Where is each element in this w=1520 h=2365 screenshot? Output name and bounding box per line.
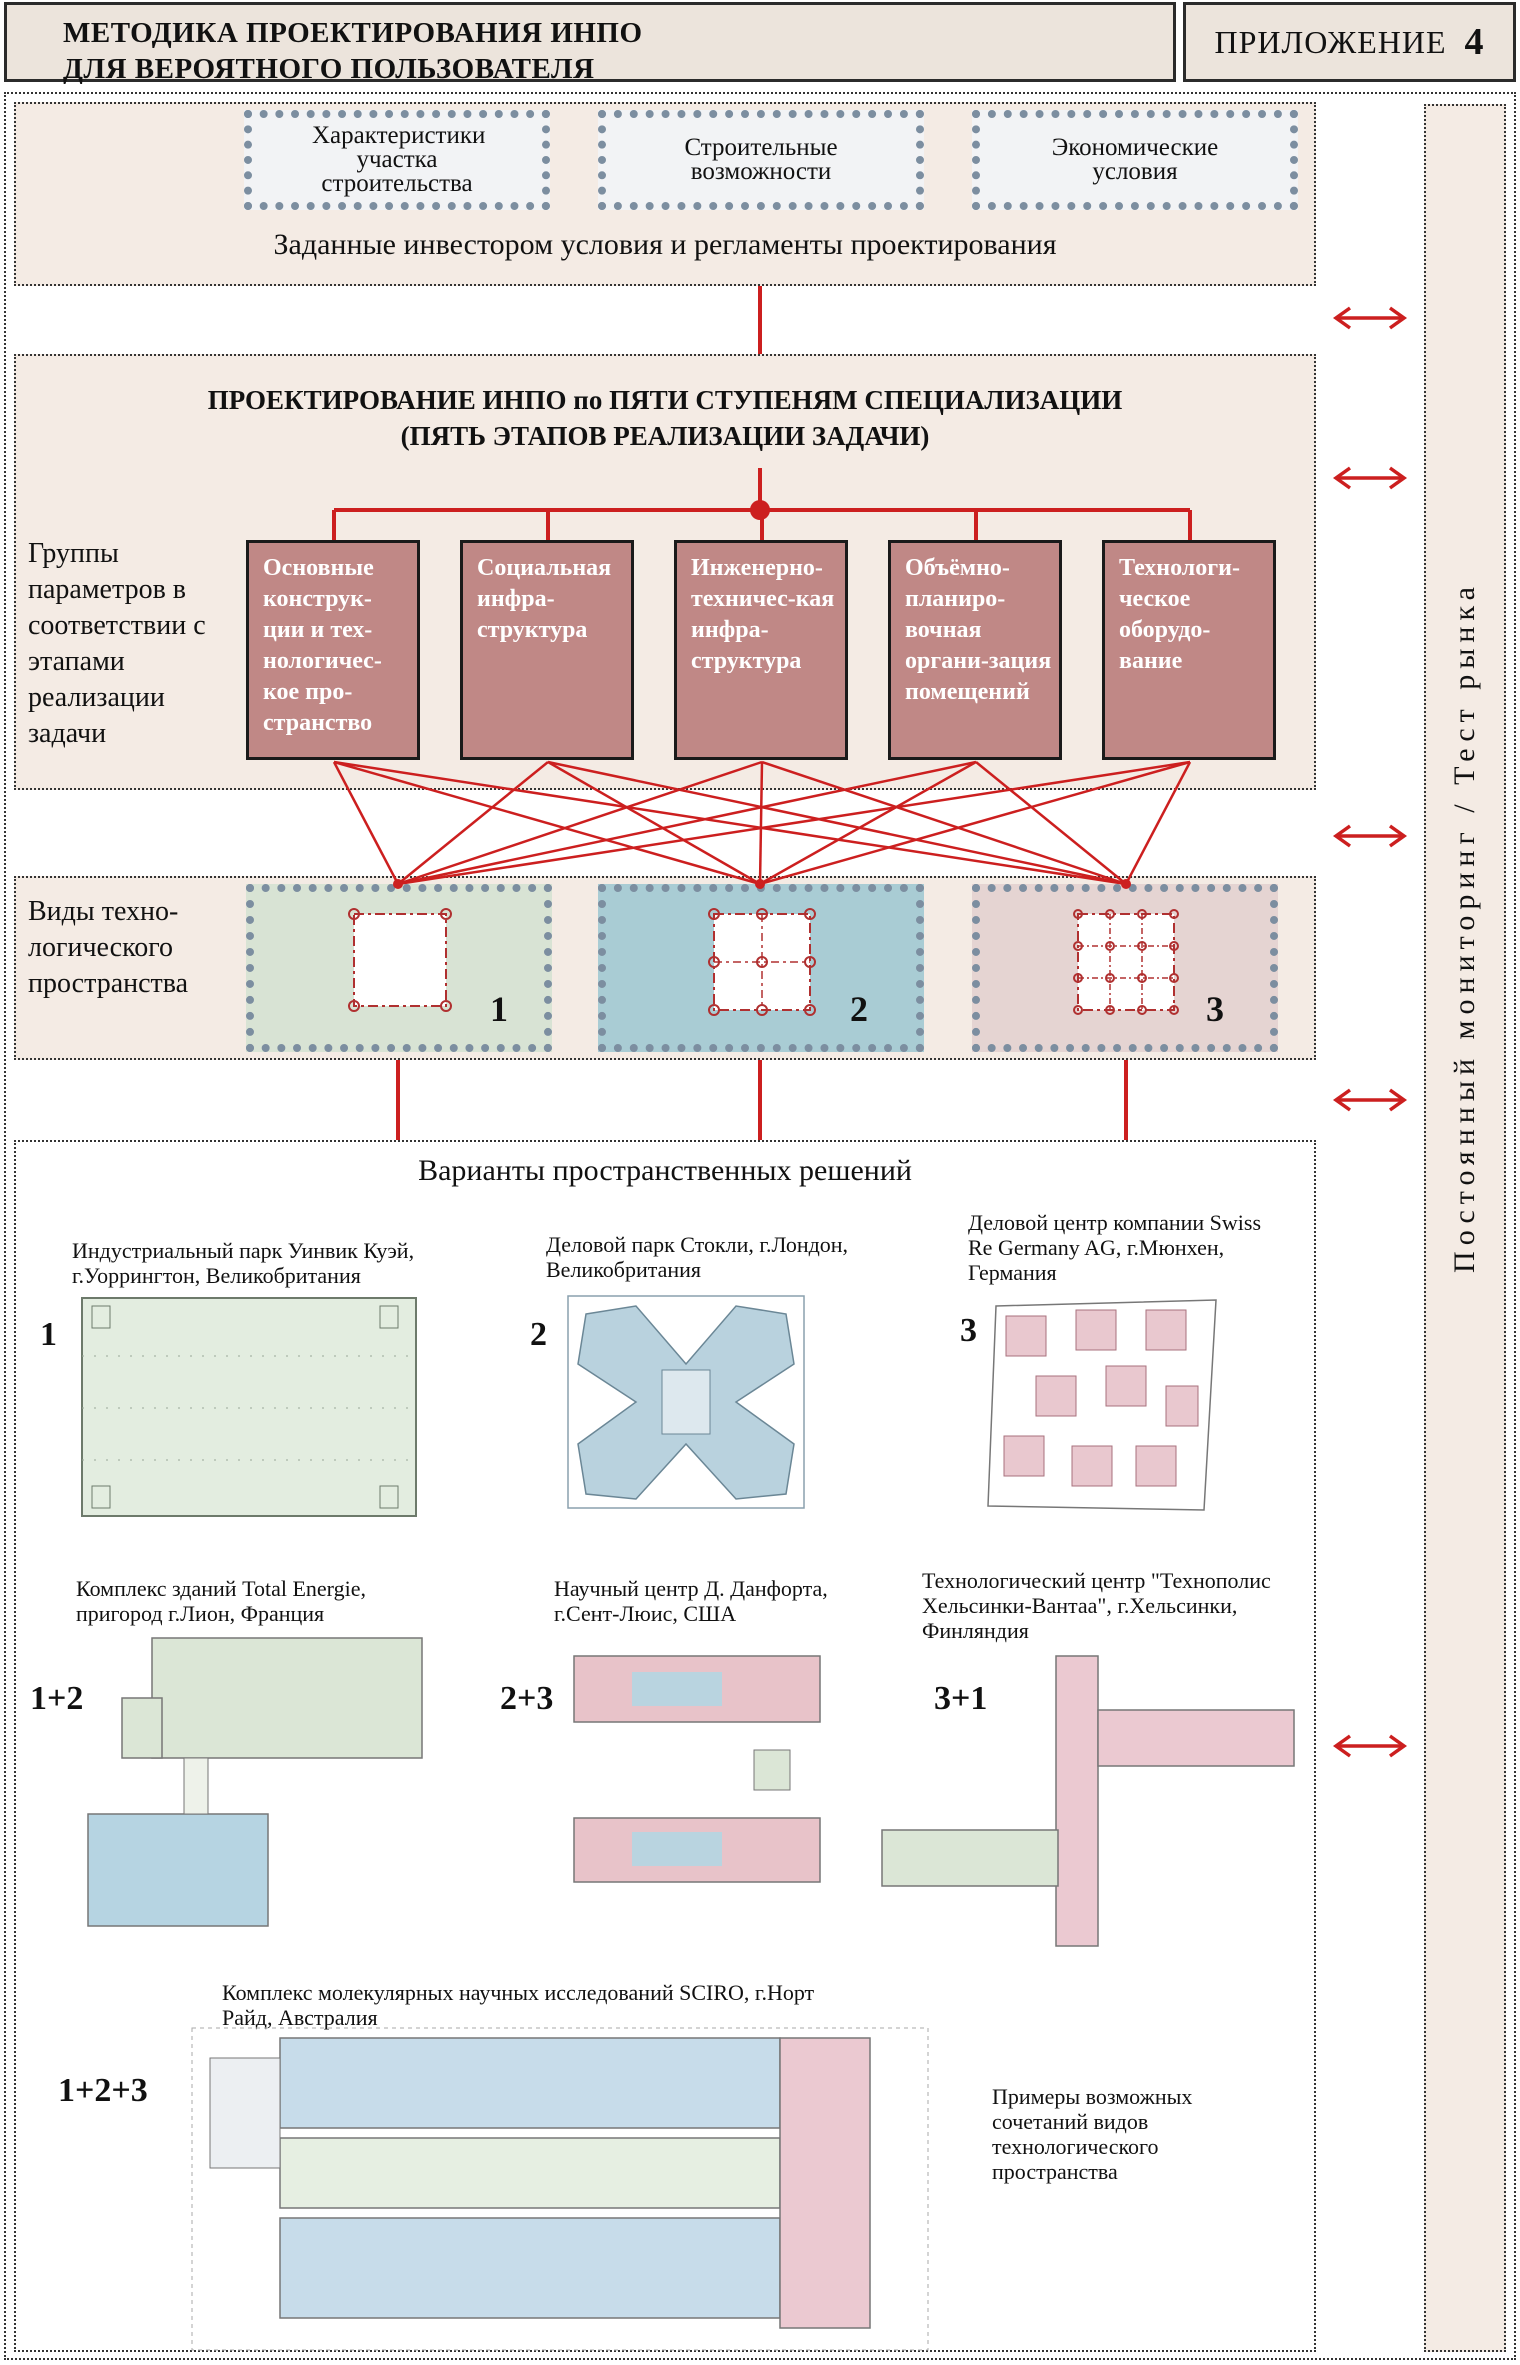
variants-title: Варианты пространственных решений <box>418 1154 912 1187</box>
grid-type-3-icon <box>1073 909 1179 1015</box>
plan-1-image <box>81 1297 417 1517</box>
diagram-frame <box>4 92 1516 2360</box>
appendix-label: ПРИЛОЖЕНИЕ <box>1214 23 1447 60</box>
example-caption-3: Деловой центр компании Swiss Re Germany … <box>968 1210 1262 1285</box>
stages-title: ПРОЕКТИРОВАНИЕ ИНПО по ПЯТИ СТУПЕНЯМ СПЕ… <box>14 382 1316 454</box>
plan-123-image <box>191 2027 929 2351</box>
plan-23-image <box>573 1655 821 1883</box>
condition-box-site: Характеристики участка строительства <box>244 110 550 210</box>
example-caption-31: Технологический центр "Технополис Хельси… <box>922 1568 1271 1643</box>
stage-box-structures: Основные конструк-ции и тех-нологичес-ко… <box>246 540 420 760</box>
tech-space-number-2: 2 <box>850 989 868 1029</box>
conditions-caption: Заданные инвестором условия и регламенты… <box>273 228 1057 261</box>
example-label-2: 2 <box>530 1316 547 1353</box>
tech-space-type-1: 1 <box>246 884 552 1052</box>
stages-side-label: Группы параметров в соответствии с этапа… <box>28 538 206 749</box>
plan-3-image <box>987 1299 1217 1511</box>
stage-box-equipment: Технологи-ческое оборудо-вание <box>1102 540 1276 760</box>
stages-title-line-2: (ПЯТЬ ЭТАПОВ РЕАЛИЗАЦИИ ЗАДАЧИ) <box>400 421 930 451</box>
example-label-31: 3+1 <box>934 1680 988 1717</box>
example-caption-12: Комплекс зданий Total Energie, пригород … <box>76 1576 366 1626</box>
side-panel <box>1424 104 1506 2352</box>
appendix-number: 4 <box>1464 21 1485 63</box>
example-caption-123: Комплекс молекулярных научных исследован… <box>222 1980 815 2030</box>
tech-space-side-label: Виды техно-логического пространства <box>28 896 189 999</box>
example-label-23: 2+3 <box>500 1680 554 1717</box>
example-label-1: 1 <box>40 1316 57 1353</box>
title-line-1: МЕТОДИКА ПРОЕКТИРОВАНИЯ ИНПО <box>63 17 643 49</box>
condition-box-construction: Строительные возможности <box>598 110 924 210</box>
example-label-12: 1+2 <box>30 1680 84 1717</box>
tech-space-number-3: 3 <box>1206 989 1224 1029</box>
tech-space-type-3: 3 <box>972 884 1278 1052</box>
stages-title-line-1: ПРОЕКТИРОВАНИЕ ИНПО по ПЯТИ СТУПЕНЯМ СПЕ… <box>207 385 1123 415</box>
condition-box-economic-label: Экономические условия <box>1051 134 1219 185</box>
stage-box-social: Социальная инфра-структура <box>460 540 634 760</box>
side-panel-text: Постоянный мониторинг / Тест рынка <box>1448 581 1481 1273</box>
plan-12-image <box>87 1637 423 1927</box>
stage-box-engineering: Инженерно-техничес-кая инфра-структура <box>674 540 848 760</box>
example-label-3: 3 <box>960 1312 977 1349</box>
example-label-123: 1+2+3 <box>58 2072 148 2109</box>
condition-box-construction-label: Строительные возможности <box>684 134 838 185</box>
condition-box-economic: Экономические условия <box>972 110 1298 210</box>
appendix-badge: ПРИЛОЖЕНИЕ 4 <box>1183 2 1516 82</box>
plan-31-image <box>881 1655 1295 1947</box>
example-caption-23: Научный центр Д. Данфорта, г.Сент-Люис, … <box>554 1576 828 1626</box>
grid-type-2-icon <box>708 908 816 1016</box>
plan-2-image <box>567 1295 805 1509</box>
example-caption-1: Индустриальный парк Уинвик Куэй, г.Уорри… <box>72 1238 415 1288</box>
variants-note: Примеры возможных сочетаний видов технол… <box>992 2084 1193 2184</box>
stage-box-planning: Объёмно-планиро-вочная органи-зация поме… <box>888 540 1062 760</box>
tech-space-number-1: 1 <box>490 989 508 1029</box>
grid-type-1-icon <box>348 908 452 1012</box>
title-line-2: ДЛЯ ВЕРОЯТНОГО ПОЛЬЗОВАТЕЛЯ <box>63 53 595 85</box>
example-caption-2: Деловой парк Стокли, г.Лондон, Великобри… <box>546 1232 849 1282</box>
tech-space-type-2: 2 <box>598 884 924 1052</box>
condition-box-site-label: Характеристики участка строительства <box>312 122 486 197</box>
page-title: МЕТОДИКА ПРОЕКТИРОВАНИЯ ИНПО ДЛЯ ВЕРОЯТН… <box>4 2 1176 85</box>
